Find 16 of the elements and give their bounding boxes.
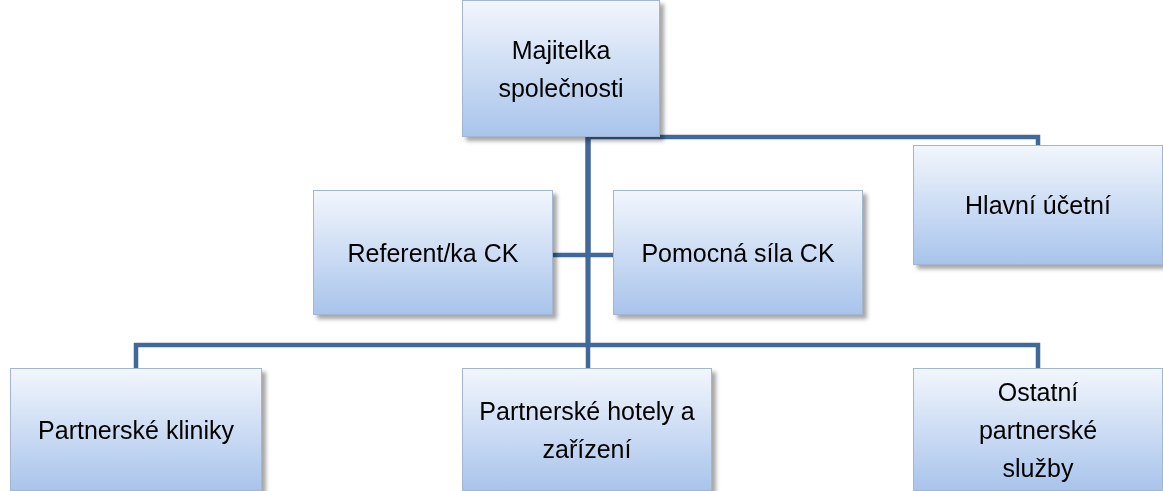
position-box <box>10 368 262 491</box>
position-box <box>313 190 553 315</box>
position-title: Pomocná síla CK <box>641 237 835 269</box>
connector-line <box>585 137 1041 368</box>
position-box <box>462 0 660 137</box>
position-title: Partnerské kliniky <box>38 414 234 446</box>
position-title: Ostatní partnerské služby <box>977 376 1099 484</box>
position-box <box>613 190 863 315</box>
connector-line <box>588 134 1041 145</box>
position-title: Majitelka společnosti <box>497 34 625 104</box>
position-box <box>462 368 712 491</box>
position-box <box>913 145 1163 265</box>
position-box <box>913 368 1163 491</box>
position-title: Partnerské hotely a zařízení <box>478 395 696 465</box>
position-title: Referent/ka CK <box>347 237 519 269</box>
position-title: Hlavní účetní <box>965 190 1111 221</box>
